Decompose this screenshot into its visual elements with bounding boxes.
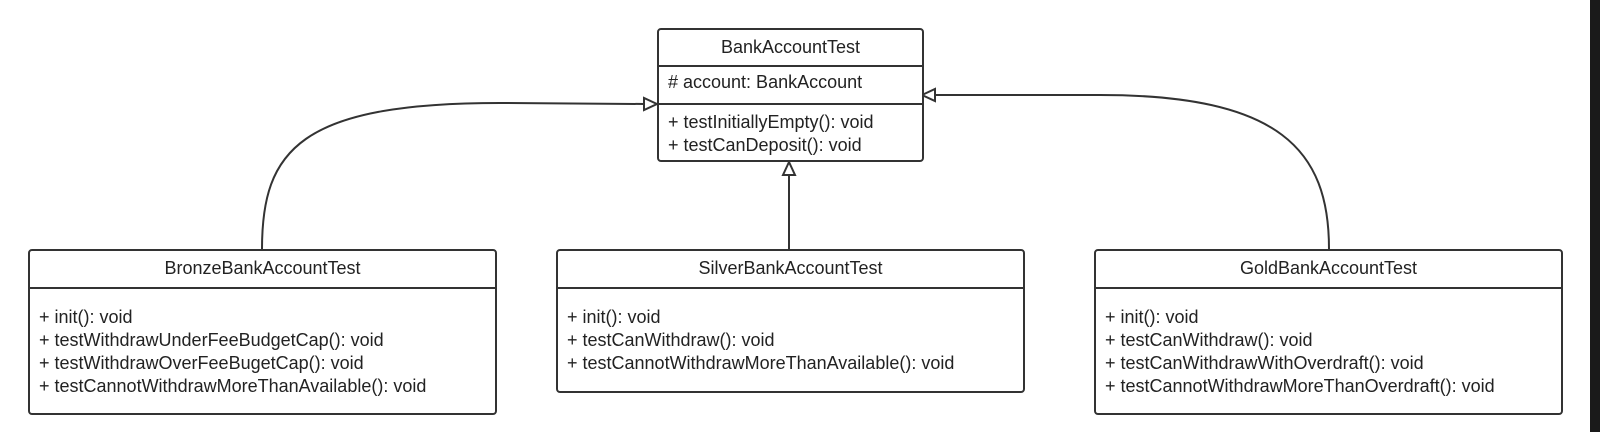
method: + testCanWithdraw(): void: [1105, 330, 1313, 350]
methods-compartment: + init(): void + testCanWithdraw(): void…: [1096, 289, 1561, 398]
method: + testCannotWithdrawMoreThanOverdraft():…: [1105, 376, 1495, 396]
attribute: # account: BankAccount: [668, 72, 863, 92]
methods-compartment: + init(): void + testCanWithdraw(): void…: [558, 289, 1023, 375]
method: + testWithdrawOverFeeBugetCap(): void: [39, 353, 364, 373]
method: + testCannotWithdrawMoreThanAvailable():…: [39, 376, 427, 396]
method: + init(): void: [1105, 307, 1199, 327]
method: + testCanWithdrawWithOverdraft(): void: [1105, 353, 1424, 373]
method: + init(): void: [39, 307, 133, 327]
inheritance-edge-bronze: [261, 101, 646, 250]
class-silver-bank-account-test: SilverBankAccountTest + init(): void + t…: [556, 249, 1025, 393]
class-name: GoldBankAccountTest: [1096, 251, 1561, 289]
window-edge-bar: [1590, 0, 1600, 432]
method: + testInitiallyEmpty(): void: [668, 112, 874, 132]
class-name: BankAccountTest: [659, 30, 922, 67]
method: + init(): void: [567, 307, 661, 327]
attributes-compartment: # account: BankAccount: [659, 67, 922, 105]
inheritance-arrowhead-silver: [781, 159, 797, 176]
inheritance-arrowhead-bronze: [643, 96, 660, 112]
method: + testCanWithdraw(): void: [567, 330, 775, 350]
method: + testCannotWithdrawMoreThanAvailable():…: [567, 353, 955, 373]
inheritance-arrowhead-gold: [919, 87, 936, 103]
methods-compartment: + init(): void + testWithdrawUnderFeeBud…: [30, 289, 495, 398]
class-bronze-bank-account-test: BronzeBankAccountTest + init(): void + t…: [28, 249, 497, 415]
method: + testWithdrawUnderFeeBudgetCap(): void: [39, 330, 384, 350]
class-gold-bank-account-test: GoldBankAccountTest + init(): void + tes…: [1094, 249, 1563, 415]
method: + testCanDeposit(): void: [668, 135, 862, 155]
methods-compartment: + testInitiallyEmpty(): void + testCanDe…: [659, 105, 922, 157]
inheritance-edge-gold: [934, 94, 1330, 250]
class-name: SilverBankAccountTest: [558, 251, 1023, 289]
class-name: BronzeBankAccountTest: [30, 251, 495, 289]
class-bank-account-test: BankAccountTest # account: BankAccount +…: [657, 28, 924, 162]
